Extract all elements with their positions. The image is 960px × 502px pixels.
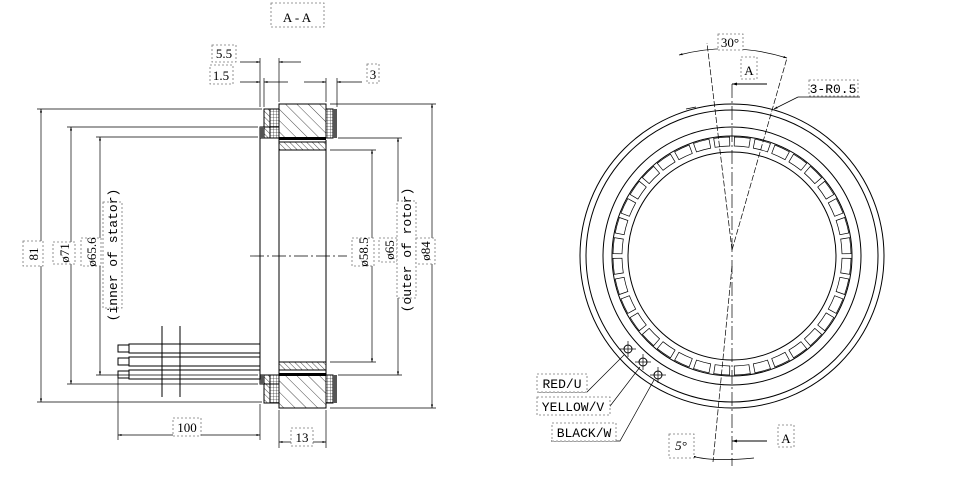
magnet-segment: [788, 153, 808, 171]
dim-13: 13: [296, 430, 309, 445]
magnet-segment: [612, 237, 624, 255]
magnet-segment: [674, 144, 693, 161]
magnet-segment: [788, 341, 808, 359]
dim-71: ø71: [57, 243, 72, 263]
motor-section-body: [250, 103, 347, 409]
lead-wires: [117, 326, 261, 397]
wire-label-yellow-v: YELLOW/V: [542, 400, 605, 415]
magnet-segment: [629, 180, 647, 200]
dim-84: ø84: [418, 241, 433, 261]
angle-5-label: 5°: [675, 438, 687, 453]
outer-of-rotor-note: (outer of rotor): [400, 188, 415, 313]
magnet-segment: [713, 364, 731, 376]
dim-65: ø65: [382, 240, 397, 260]
magnet-segment: [840, 237, 852, 255]
dim-5-5: 5.5: [216, 46, 232, 61]
dim-1-5: 1.5: [213, 68, 229, 83]
magnet-segment: [835, 217, 850, 236]
magnet-segment: [641, 327, 661, 347]
section-view: A - A: [22, 2, 436, 448]
dim-65-6: ø65.6: [84, 237, 99, 267]
magnet-segment: [733, 364, 751, 376]
wire-label-black-w: BLACK/W: [557, 426, 612, 441]
magnet-segment: [656, 341, 676, 359]
magnet-segment: [693, 138, 712, 153]
magnet-segment: [803, 165, 823, 185]
magnet-segment: [629, 312, 647, 332]
angle-30-label: 30°: [721, 35, 739, 50]
dim-58-5: ø58.5: [356, 237, 371, 266]
section-title: A - A: [283, 10, 312, 25]
magnet-segment: [641, 165, 661, 185]
magnet-segment: [752, 138, 771, 153]
magnet-segment: [674, 351, 693, 368]
magnet-segment: [614, 217, 629, 236]
dimensions-top: 5.5 1.5 3: [209, 44, 380, 107]
magnet-segment: [752, 359, 771, 374]
magnet-segment: [817, 180, 835, 200]
magnet-segment: [614, 276, 629, 295]
wire-label-red-u: RED/U: [542, 377, 581, 392]
magnet-segment: [827, 295, 844, 314]
magnet-segment: [656, 153, 676, 171]
magnet-segment: [620, 295, 637, 314]
magnet-segment: [612, 257, 624, 275]
magnet-segment: [835, 276, 850, 295]
dimensions-right: ø58.5 ø65 (outer of rotor) ø84: [330, 103, 436, 409]
magnet-segment: [827, 198, 844, 217]
magnet-segment: [817, 312, 835, 332]
section-mark-bottom: A: [781, 431, 791, 446]
magnet-segment: [771, 144, 790, 161]
dim-81: 81: [26, 248, 41, 261]
front-view: 30° A 3-R0.5 RED/U YELLOW/V BLACK/W: [536, 33, 885, 466]
magnet-segment: [713, 136, 731, 148]
magnet-segments: [612, 136, 852, 376]
magnet-segment: [803, 327, 823, 347]
inner-of-stator-note: (inner of stator): [106, 189, 121, 322]
magnet-segment: [840, 257, 852, 275]
dim-3: 3: [370, 67, 377, 82]
dimensions-bottom: 100 13: [117, 372, 327, 448]
magnet-segment: [693, 359, 712, 374]
magnet-segment: [620, 198, 637, 217]
dim-100: 100: [177, 420, 197, 435]
magnet-segment: [733, 136, 751, 148]
section-title-box: [270, 2, 325, 28]
radius-note: 3-R0.5: [810, 82, 857, 97]
section-mark-top: A: [744, 63, 754, 78]
magnet-segment: [771, 351, 790, 368]
dimensions-left: 81 ø71 ø65.6 (inner of stator): [22, 108, 262, 403]
